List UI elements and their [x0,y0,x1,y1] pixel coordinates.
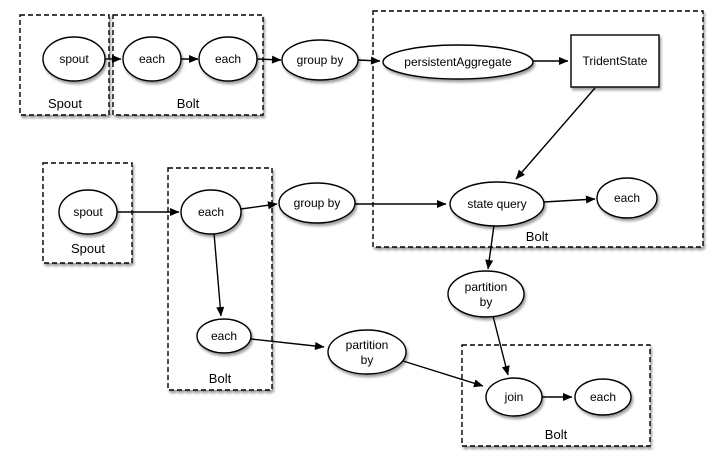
node-partition-by-right: partition by [447,270,525,318]
node-label: spout [59,52,89,66]
edge-partitionby1-join [492,315,510,376]
node-label: each [198,205,224,219]
node-label: group by [294,196,341,210]
each-ellipse [198,36,258,82]
node-each-state: each [596,177,658,219]
join-ellipse [485,377,543,417]
container-label: Bolt [177,96,200,111]
node-spout-top: spout [42,36,106,82]
node-label: join [504,390,524,404]
node-label: spout [73,205,103,219]
persistent-aggregate-ellipse [382,44,534,80]
node-group-by-mid: group by [278,182,356,224]
node-partition-by-left: partition by [327,329,407,375]
node-each-top-1: each [122,36,182,82]
container-label: Bolt [545,427,568,442]
each-ellipse [196,318,252,354]
container-label: Bolt [209,371,232,386]
node-persistent-aggregate: persistentAggregate [382,44,534,80]
node-label: each [614,191,640,205]
node-each-mid-bottom: each [196,318,252,354]
node-label: each [211,329,237,343]
container-label: Spout [71,241,105,256]
node-label-line1: partition [465,280,508,294]
node-label: group by [297,53,344,67]
edge-each3-groupby2 [240,201,278,210]
node-group-by-top: group by [281,39,359,81]
node-label: each [139,52,165,66]
each-ellipse [574,378,632,416]
each-ellipse [596,177,658,219]
edge-statequery-each4 [543,195,596,204]
node-each-bottom: each [574,378,632,416]
edge-each5-partitionby2 [250,338,325,350]
state-query-ellipse [449,181,545,227]
trident-state-rect [570,34,660,88]
edge-statequery-partitionby1 [485,224,495,270]
edge-groupby1-persistentaggregate [356,56,381,65]
node-each-mid-top: each [180,189,242,235]
node-label: each [590,390,616,404]
node-label-line2: by [361,353,374,367]
edge-each2-groupby1 [256,55,282,64]
each-ellipse [122,36,182,82]
edge-partitionby2-join [402,360,484,388]
node-label: state query [467,197,526,211]
node-each-top-2: each [198,36,258,82]
edge-each3-each5 [213,232,225,317]
node-label: each [215,52,241,66]
spout-ellipse [42,36,106,82]
node-join: join [485,377,543,417]
spout-ellipse [58,189,118,235]
edge-tridentstate-statequery [515,87,596,180]
node-spout-mid: spout [58,189,118,235]
node-label-line1: partition [346,338,389,352]
node-label: persistentAggregate [404,55,512,69]
node-trident-state: TridentState [570,34,660,88]
each-ellipse [180,189,242,235]
group-by-ellipse [281,39,359,81]
partition-by-ellipse [327,329,407,375]
partition-by-ellipse [447,270,525,318]
container-label: Bolt [526,229,549,244]
node-label-line2: by [480,295,493,309]
node-label: TridentState [583,54,648,68]
container-label: Spout [48,96,82,111]
group-by-ellipse [278,182,356,224]
node-state-query: state query [449,181,545,227]
